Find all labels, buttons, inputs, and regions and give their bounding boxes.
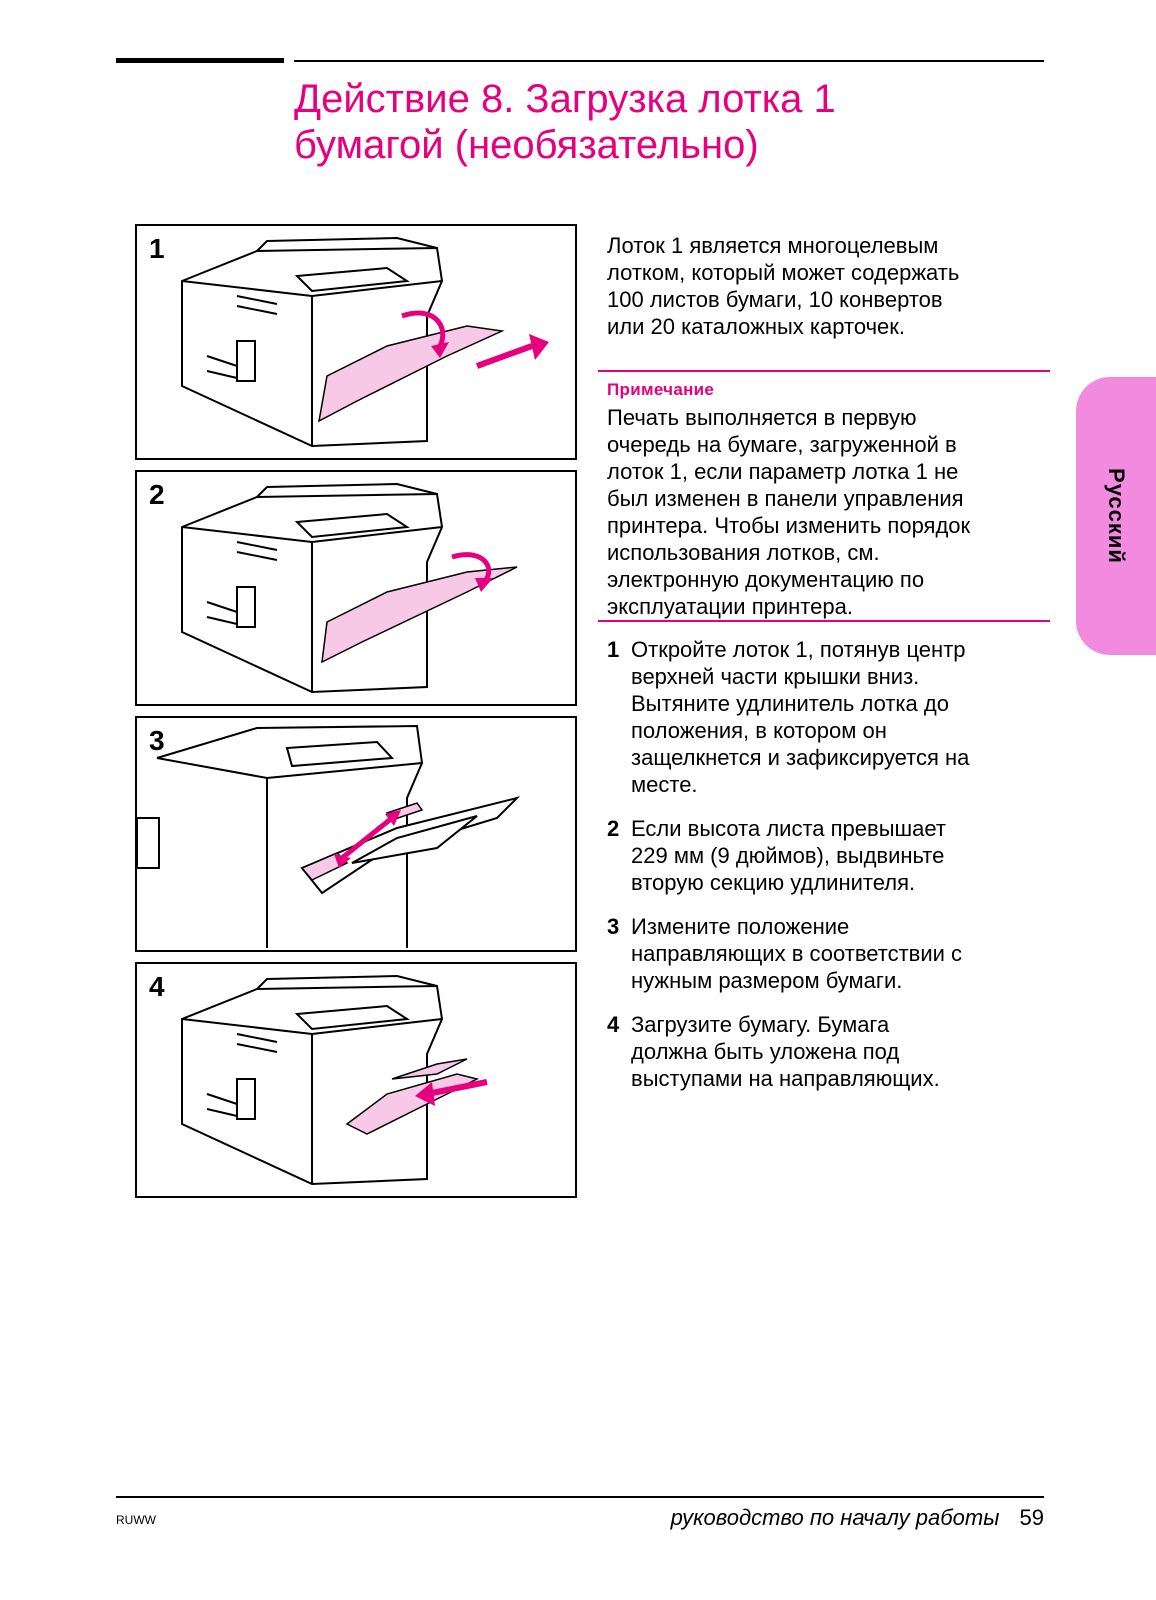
note-rule-top [598,370,1050,372]
step-number: 2 [607,816,620,841]
step-text: Измените положение направляющих в соотве… [631,913,1047,994]
step-item: 2 Если высота листа превышает 229 мм (9 … [607,815,1047,896]
figure-number: 1 [149,233,165,264]
step-line: Откройте лоток 1, потянув центр [631,637,966,662]
step-item: 1 Откройте лоток 1, потянув центр верхне… [607,636,1047,798]
step-line: Измените положение [631,914,850,939]
steps-list: 1 Откройте лоток 1, потянув центр верхне… [607,636,1047,1109]
printer-illustration-icon [181,482,518,694]
title-line-2: бумагой (необязательно) [294,123,759,167]
note-line: использования лотков, см. [607,540,880,565]
step-number: 3 [607,914,620,939]
intro-line: Лоток 1 является многоцелевым [607,233,939,258]
figure-3: 3 [135,716,577,952]
note-line: принтера. Чтобы изменить порядок [607,513,971,538]
step-line: Загрузите бумагу. Бумага [631,1012,890,1037]
step-text: Откройте лоток 1, потянув центр верхней … [631,636,1047,798]
page-title: Действие 8. Загрузка лотка 1 бумагой (не… [294,76,1034,168]
figure-number: 3 [149,725,165,756]
footer-rule [116,1496,1044,1498]
intro-line: лотком, который может содержать [607,260,960,285]
note-line: Печать выполняется в первую [607,405,917,430]
step-number: 4 [607,1012,620,1037]
step-line: месте. [631,772,698,797]
step-line: защелкнется и зафиксируется на [631,745,970,770]
step-line: должна быть уложена под [631,1039,900,1064]
footer-page-info: руководство по началу работы 59 [671,1505,1044,1531]
page-number: 59 [1019,1505,1044,1530]
printer-illustration-icon [181,974,488,1186]
figure-1: 1 [135,224,577,460]
note-line: электронную документацию по [607,567,925,592]
step-text: Загрузите бумагу. Бумага должна быть уло… [631,1011,1047,1092]
figure-number: 4 [149,971,165,1002]
step-item: 3 Измените положение направляющих в соот… [607,913,1047,994]
step-line: 229 мм (9 дюймов), выдвиньте [631,843,945,868]
note-line: очередь на бумаге, загруженной в [607,432,957,457]
figure-number: 2 [149,479,165,510]
language-tab-label: Русский [1104,468,1129,564]
step-line: направляющих в соответствии с [631,941,963,966]
step-number: 1 [607,637,620,662]
step-line: Вытяните удлинитель лотка до [631,691,949,716]
top-rule-thick [116,58,284,63]
step-line: верхней части крышки вниз. [631,664,920,689]
step-line: выступами на направляющих. [631,1066,940,1091]
step-line: нужным размером бумаги. [631,968,903,993]
intro-line: или 20 каталожных карточек. [607,314,906,339]
figure-4: 4 [135,962,577,1198]
step-text: Если высота листа превышает 229 мм (9 дю… [631,815,1047,896]
step-line: Если высота листа превышает [631,816,946,841]
note-line: лоток 1, если параметр лотка 1 не [607,459,959,484]
step-line: положения, в котором он [631,718,887,743]
footer-code: RUWW [116,1513,156,1527]
step-line: вторую секцию удлинителя. [631,870,916,895]
top-rule-thin [294,60,1044,62]
title-line-1: Действие 8. Загрузка лотка 1 [294,77,836,121]
note-line: эксплуатации принтера. [607,594,853,619]
language-tab: Русский [1076,377,1156,655]
intro-line: 100 листов бумаги, 10 конвертов [607,287,943,312]
step-item: 4 Загрузите бумагу. Бумага должна быть у… [607,1011,1047,1092]
printer-illustration-icon [137,724,521,948]
note-label: Примечание [607,380,715,399]
figure-2: 2 [135,470,577,706]
note-line: был изменен в панели управления [607,486,964,511]
printer-illustration-icon [181,236,549,448]
note-rule-bottom [598,620,1050,622]
intro-paragraph: Лоток 1 является многоцелевым лотком, ко… [607,232,1047,340]
footer-guide-title: руководство по началу работы [670,1505,1000,1530]
note-text: Печать выполняется в первую очередь на б… [607,404,1047,620]
